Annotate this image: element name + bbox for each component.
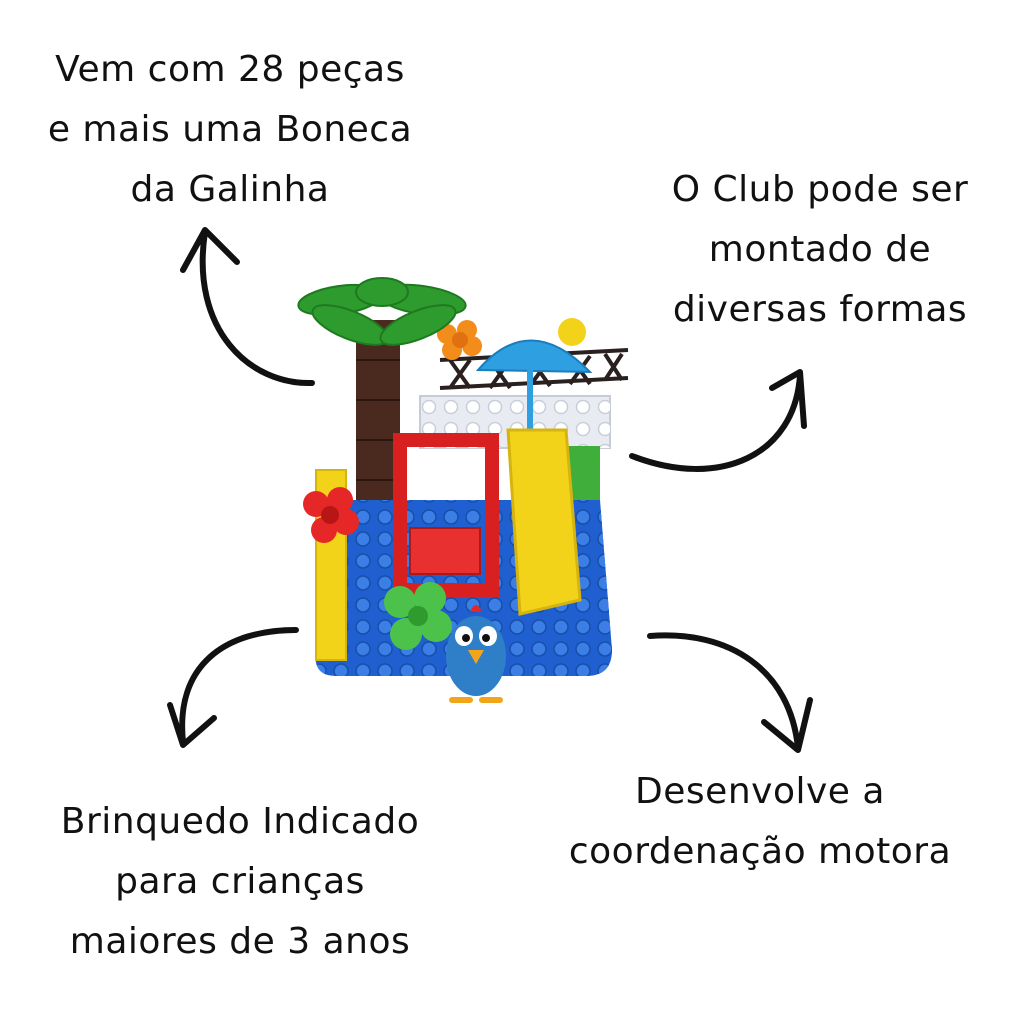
palm-trunk [356,320,400,500]
red-flower [303,487,359,543]
callout-line: coordenação motora [568,831,952,872]
callout-line: da Galinha [130,169,330,210]
palm-leaves [297,277,467,346]
slide [506,428,582,616]
callout-top-left: Vem com 28 peças e mais uma Boneca da Ga… [20,40,440,220]
callout-line: Brinquedo Indicado [60,801,420,842]
orange-flower [437,320,482,360]
callout-line: diversas formas [672,289,968,330]
arrow-top-left [180,227,315,387]
callout-line: para crianças [115,861,365,902]
swing [393,433,499,597]
callout-bottom-right: Desenvolve a coordenação motora [540,762,980,882]
callout-line: e mais uma Boneca [47,109,413,150]
callout-line: montado de [708,229,932,270]
callout-line: O Club pode ser [671,169,969,210]
callout-line: Vem com 28 peças [55,49,405,90]
arrow-bottom-right [647,632,813,753]
green-flower [384,582,452,650]
callout-line: Desenvolve a [635,771,885,812]
arrow-bottom-left [167,627,299,748]
chicken-figure [446,605,506,703]
callout-bottom-left: Brinquedo Indicado para crianças maiores… [20,792,460,972]
umbrella [475,339,593,374]
callout-line: maiores de 3 anos [69,921,411,962]
toy-playset-illustration [297,277,629,703]
arrow-top-right [629,369,807,472]
callout-top-right: O Club pode ser montado de diversas form… [620,160,1020,340]
